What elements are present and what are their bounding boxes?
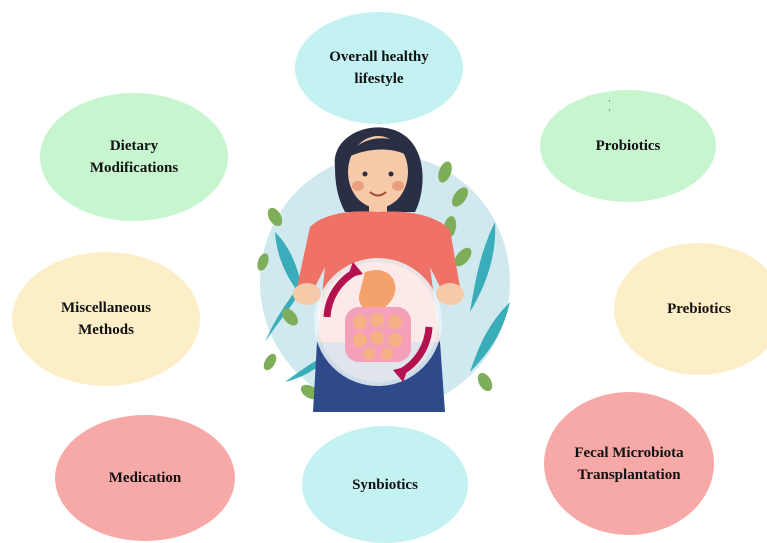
bubble-label: Overall healthy lifestyle [319, 46, 439, 90]
bubble-overall-healthy-lifestyle: Overall healthy lifestyle [295, 12, 463, 124]
bubble-dietary-modifications: Dietary Modifications [40, 93, 228, 221]
bubble-synbiotics: Synbiotics [302, 426, 468, 543]
bubble-label: Prebiotics [667, 298, 731, 320]
bubble-label: Dietary Modifications [79, 135, 189, 179]
bubble-medication: Medication [55, 415, 235, 541]
bubble-fecal-microbiota-transplantation: Fecal Microbiota Transplantation [544, 392, 714, 535]
bubble-label: Synbiotics [352, 474, 418, 496]
bubble-prebiotics: Prebiotics [614, 243, 767, 375]
tiny-dots: ·· [608, 97, 611, 115]
bubble-label: Medication [109, 467, 182, 489]
bubble-label: Fecal Microbiota Transplantation [564, 442, 694, 486]
bubble-label: Miscellaneous Methods [46, 297, 166, 341]
bubble-miscellaneous-methods: Miscellaneous Methods [12, 252, 200, 386]
woman-holding-gut-icon [245, 112, 525, 417]
bubble-probiotics: Probiotics [540, 90, 716, 202]
bubble-label: Probiotics [596, 135, 661, 157]
